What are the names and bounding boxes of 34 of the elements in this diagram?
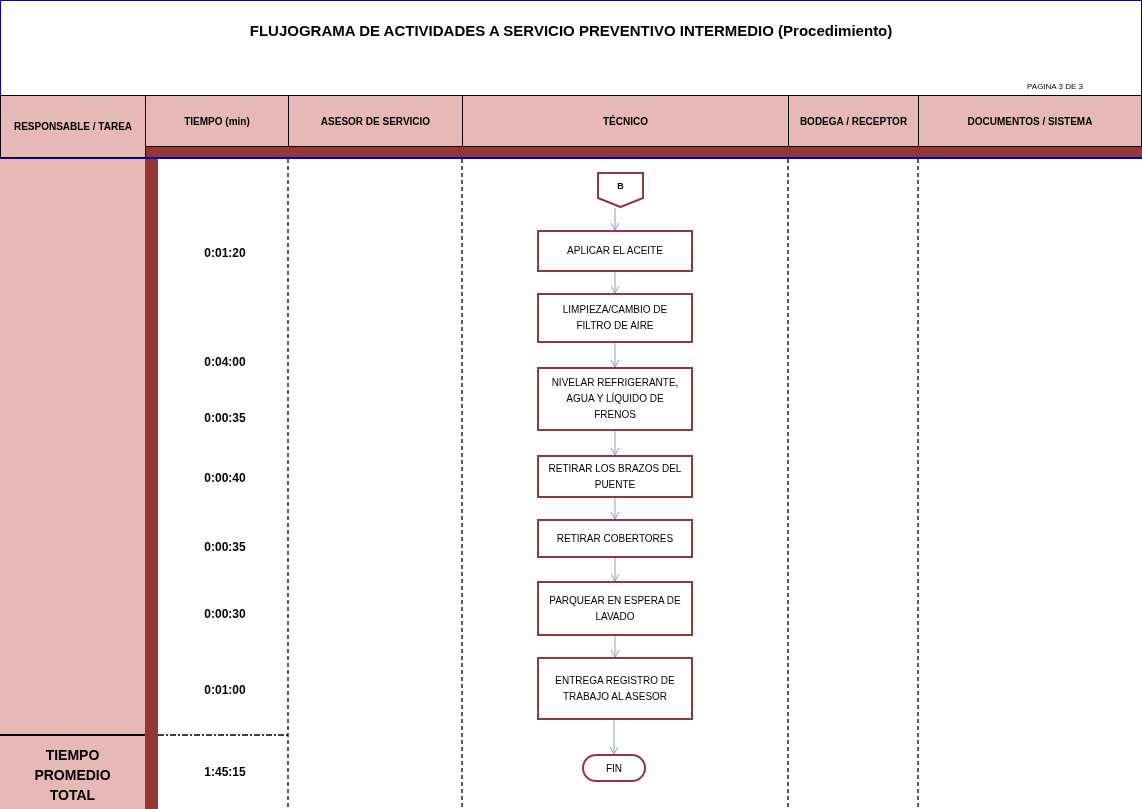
column-header: TIEMPO (min) bbox=[145, 95, 289, 147]
time-value: 0:01:20 bbox=[203, 245, 247, 261]
process-box: PARQUEAR EN ESPERA DE LAVADO bbox=[537, 581, 693, 636]
column-header: ASESOR DE SERVICIO bbox=[288, 95, 463, 147]
time-value: 0:00:40 bbox=[203, 470, 247, 486]
column-header: TÉCNICO bbox=[462, 95, 789, 147]
process-box: ENTREGA REGISTRO DE TRABAJO AL ASESOR bbox=[537, 657, 693, 720]
process-box: LIMPIEZA/CAMBIO DE FILTRO DE AIRE bbox=[537, 293, 693, 343]
time-value: 0:00:35 bbox=[203, 539, 247, 555]
process-box: RETIRAR LOS BRAZOS DEL PUENTE bbox=[537, 455, 693, 498]
time-value: 0:00:30 bbox=[203, 606, 247, 622]
process-box: NIVELAR REFRIGERANTE, AGUA Y LÍQUIDO DE FRENOS bbox=[537, 367, 693, 431]
off-page-connector: B bbox=[597, 172, 644, 208]
flow-arrow bbox=[610, 207, 620, 231]
title: FLUJOGRAMA DE ACTIVIDADES A SERVICIO PREVENTIVO INTERMEDIO (Procedimiento) bbox=[248, 21, 894, 41]
flow-arrow bbox=[610, 271, 620, 294]
time-value: 0:01:00 bbox=[203, 682, 247, 698]
total-time-value: 1:45:15 bbox=[203, 764, 247, 780]
column-header: RESPONSABLE / TAREA bbox=[0, 95, 146, 158]
flow-arrow bbox=[610, 557, 620, 582]
time-value: 0:00:35 bbox=[203, 410, 247, 426]
process-box: APLICAR EL ACEITE bbox=[537, 230, 693, 272]
page-number: PAGINA 3 DE 3 bbox=[1026, 81, 1084, 93]
column-header: DOCUMENTOS / SISTEMA bbox=[918, 95, 1142, 147]
process-box: RETIRAR COBERTORES bbox=[537, 519, 693, 558]
column-header: BODEGA / RECEPTOR bbox=[788, 95, 919, 147]
total-label: TIEMPO PROMEDIO TOTAL bbox=[33, 746, 112, 805]
flow-arrow bbox=[610, 635, 620, 658]
flow-arrow bbox=[609, 719, 619, 755]
flow-arrow bbox=[610, 497, 620, 520]
flow-arrow bbox=[610, 342, 620, 368]
flow-arrow bbox=[610, 430, 620, 456]
terminator: FIN bbox=[582, 754, 646, 782]
time-value: 0:04:00 bbox=[203, 354, 247, 370]
